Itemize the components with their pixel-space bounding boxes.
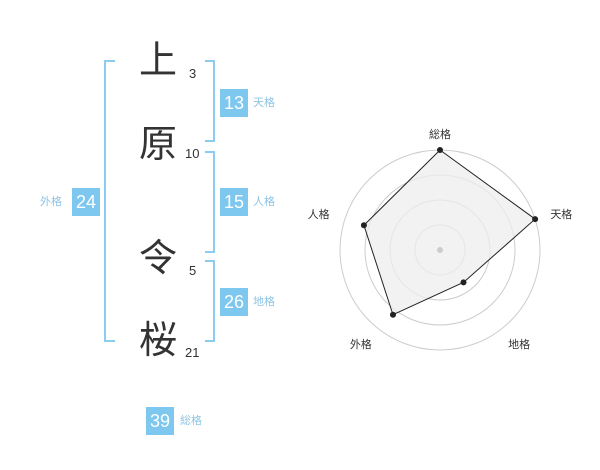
jinkaku-bracket bbox=[205, 151, 215, 253]
radar-axis-label-2: 天格 bbox=[550, 207, 572, 221]
radar-axis-label-3: 地格 bbox=[508, 337, 530, 351]
jinkaku-value: 15 bbox=[220, 188, 248, 216]
radar-center-dot bbox=[437, 247, 443, 253]
gaikaku-bracket bbox=[104, 60, 115, 342]
name-char-4: 桜 bbox=[138, 318, 177, 362]
radar-point-5 bbox=[360, 222, 367, 229]
chikaku-value: 26 bbox=[220, 288, 248, 316]
radar-point-2 bbox=[532, 216, 539, 223]
name-char-3-strokes: 5 bbox=[189, 263, 197, 278]
radar-axis-label-1: 総格 bbox=[429, 127, 451, 141]
radar-point-4 bbox=[389, 311, 396, 318]
radar-axis-label-4: 外格 bbox=[350, 337, 372, 351]
chikaku-bracket bbox=[205, 260, 215, 342]
gaikaku-label: 外格 bbox=[40, 195, 62, 208]
tenkaku-bracket bbox=[205, 60, 215, 142]
name-char-1-strokes: 3 bbox=[189, 66, 197, 81]
chikaku-label: 地格 bbox=[253, 295, 275, 308]
gaikaku-value: 24 bbox=[72, 188, 100, 216]
name-char-4-strokes: 21 bbox=[185, 345, 200, 360]
name-char-3: 令 bbox=[138, 236, 177, 280]
radar-point-1 bbox=[437, 147, 443, 153]
name-char-1: 上 bbox=[138, 38, 177, 82]
name-char-2: 原 bbox=[138, 122, 177, 166]
soukaku-value: 39 bbox=[146, 407, 174, 435]
tenkaku-value: 13 bbox=[220, 89, 248, 117]
radar-polygon bbox=[363, 149, 536, 316]
jinkaku-label: 人格 bbox=[253, 195, 275, 208]
soukaku-label: 総格 bbox=[180, 414, 202, 427]
name-char-2-strokes: 10 bbox=[185, 146, 200, 161]
radar-point-3 bbox=[460, 279, 467, 286]
radar-axis-label-5: 人格 bbox=[308, 207, 330, 221]
tenkaku-label: 天格 bbox=[253, 96, 275, 109]
